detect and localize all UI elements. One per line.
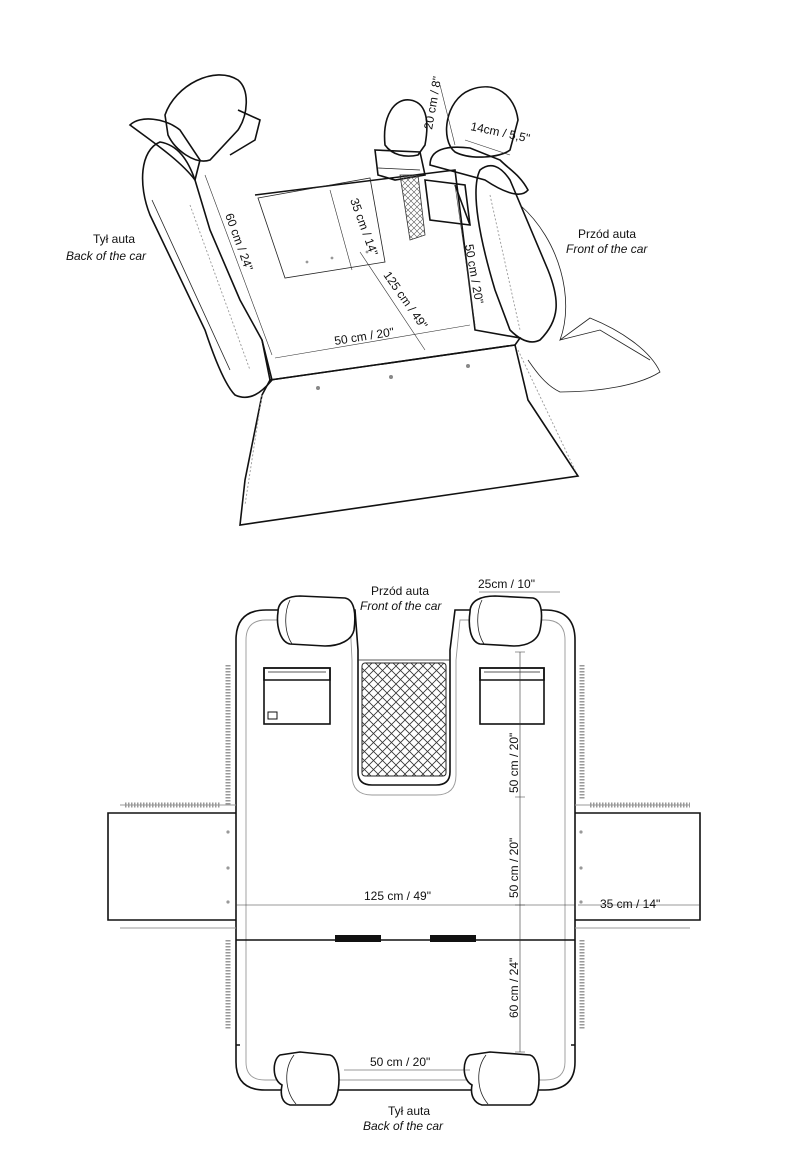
- dim-front-height: 50 cm / 20": [462, 243, 486, 305]
- pocket-right: [479, 667, 545, 725]
- rear-seat-back: [141, 141, 273, 399]
- top-dim-headrest-width: 25cm / 10": [478, 577, 535, 591]
- cover-front-drop: [239, 344, 580, 526]
- pocket-left: [263, 667, 331, 725]
- mesh-panel-top: [361, 662, 447, 777]
- floor-flap: [257, 177, 386, 279]
- headrest-front-left: [276, 595, 356, 647]
- rear-headrest: [164, 74, 248, 162]
- buckle-right: [430, 935, 476, 942]
- top-front-label-pl: Przód auta: [371, 584, 429, 598]
- headrest-back-right: [463, 1051, 540, 1106]
- top-dim-upper-length: 50 cm / 20": [507, 733, 521, 793]
- dim-side-length: 60 cm / 24": [222, 211, 256, 272]
- mesh-panel: [399, 174, 426, 241]
- dim-headrest-height: 20 cm / 8": [421, 75, 444, 130]
- top-back-label-en: Back of the car: [363, 1119, 444, 1133]
- cover-outline: [235, 609, 576, 1091]
- dim-flap-width: 35 cm / 14": [347, 196, 381, 257]
- front-seat-cushion: [519, 204, 661, 393]
- top-dim-lower-length: 60 cm / 24": [507, 958, 521, 1018]
- perspective-view: Tył auta Back of the car Przód auta Fron…: [66, 74, 661, 526]
- back-label-pl: Tył auta: [93, 232, 135, 246]
- top-view: Przód auta Front of the car Tył auta Bac…: [107, 577, 701, 1133]
- dim-total-length: 125 cm / 49": [381, 269, 431, 332]
- front-seat: [475, 164, 557, 343]
- buckle-left: [335, 935, 381, 942]
- front-headrest-left: [383, 99, 428, 157]
- dim-bottom-width: 50 cm / 20": [333, 325, 395, 348]
- front-label-en: Front of the car: [566, 242, 648, 256]
- headrest-front-right: [468, 595, 543, 647]
- top-back-label-pl: Tył auta: [388, 1104, 430, 1118]
- zipper-left: [189, 204, 251, 371]
- front-label-pl: Przód auta: [578, 227, 636, 241]
- top-dim-side-flap: 35 cm / 14": [600, 897, 660, 911]
- top-front-label-en: Front of the car: [360, 599, 442, 613]
- side-flap-right: [575, 812, 701, 921]
- back-label-en: Back of the car: [66, 249, 147, 263]
- seat-pocket-right: [424, 179, 471, 226]
- headrest-back-left: [273, 1051, 340, 1106]
- top-dim-bottom-gap: 50 cm / 20": [370, 1055, 430, 1069]
- side-flap-left: [107, 812, 236, 921]
- top-dim-total-width: 125 cm / 49": [364, 889, 431, 903]
- top-dim-middle-length: 50 cm / 20": [507, 838, 521, 898]
